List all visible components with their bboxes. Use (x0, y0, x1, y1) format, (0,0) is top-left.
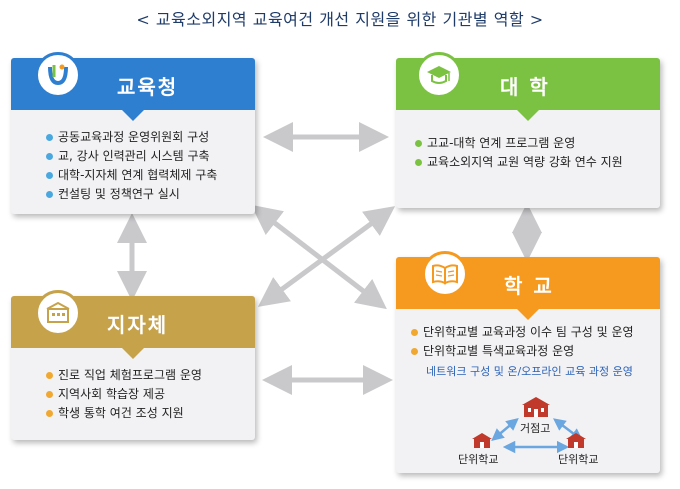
hub-school-icon (522, 397, 550, 417)
university-title: 대 학 (500, 75, 550, 99)
school-network-diagram (472, 397, 586, 454)
university-card: 대 학 고교-대학 연계 프로그램 운영 교육소외지역 교원 역량 강화 연수 … (396, 52, 660, 208)
list-item: 지역사회 학습장 제공 (45, 385, 202, 404)
unit-school-icon-right (566, 433, 586, 448)
list-item: 단위학교별 특색교육과정 운영 (410, 342, 634, 361)
list-item: 고교-대학 연계 프로그램 운영 (414, 134, 623, 153)
unit-school-icon-left (472, 433, 492, 448)
school-title: 학 교 (504, 274, 554, 298)
local-government-title: 지자체 (107, 313, 169, 337)
arrow-office-school (251, 204, 387, 310)
local-government-roles: 진로 직업 체험프로그램 운영 지역사회 학습장 제공 학생 통학 여건 조성 … (45, 366, 202, 423)
arrow-localgov-university (257, 206, 396, 307)
list-item: 대학-지자체 연계 협력체제 구축 (45, 166, 217, 185)
diagram-title: < 교육소외지역 교육여건 개선 지원을 위한 기관별 역할 > (136, 10, 544, 29)
list-item: 진로 직업 체험프로그램 운영 (45, 366, 202, 385)
list-item: 교육소외지역 교원 역량 강화 연수 지원 (414, 153, 623, 172)
list-item: 교, 강사 인력관리 시스템 구축 (45, 147, 217, 166)
unit-school-label-left: 단위학교 (458, 453, 499, 466)
education-office-roles: 공동교육과정 운영위원회 구성 교, 강사 인력관리 시스템 구축 대학-지자체… (45, 128, 217, 204)
open-book-icon (422, 251, 468, 297)
education-office-logo-icon (35, 52, 81, 98)
list-item: 학생 통학 여건 조성 지원 (45, 404, 202, 423)
school-network-note: 네트워크 구성 및 온/오프라인 교육 과정 운영 (426, 365, 633, 378)
unit-school-label-right: 단위학교 (558, 453, 599, 466)
school-card: 학 교 단위학교별 교육과정 이수 팀 구성 및 운영 단위학교별 특색교육과정… (396, 251, 660, 473)
list-item: 컨설팅 및 정책연구 실시 (45, 185, 217, 204)
school-roles: 단위학교별 교육과정 이수 팀 구성 및 운영 단위학교별 특색교육과정 운영 (410, 323, 634, 361)
university-roles: 고교-대학 연계 프로그램 운영 교육소외지역 교원 역량 강화 연수 지원 (414, 134, 623, 172)
list-item: 단위학교별 교육과정 이수 팀 구성 및 운영 (410, 323, 634, 342)
education-office-title: 교육청 (117, 75, 179, 99)
education-office-card: 교육청 공동교육과정 운영위원회 구성 교, 강사 인력관리 시스템 구축 대학… (11, 52, 255, 214)
network-arrow-hub-left (491, 417, 519, 442)
government-building-icon (35, 290, 81, 336)
hub-school-label: 거점고 (520, 422, 551, 435)
list-item: 공동교육과정 운영위원회 구성 (45, 128, 217, 147)
graduation-cap-icon (416, 52, 462, 98)
local-government-card: 지자체 진로 직업 체험프로그램 운영 지역사회 학습장 제공 학생 통학 여건… (11, 290, 255, 440)
